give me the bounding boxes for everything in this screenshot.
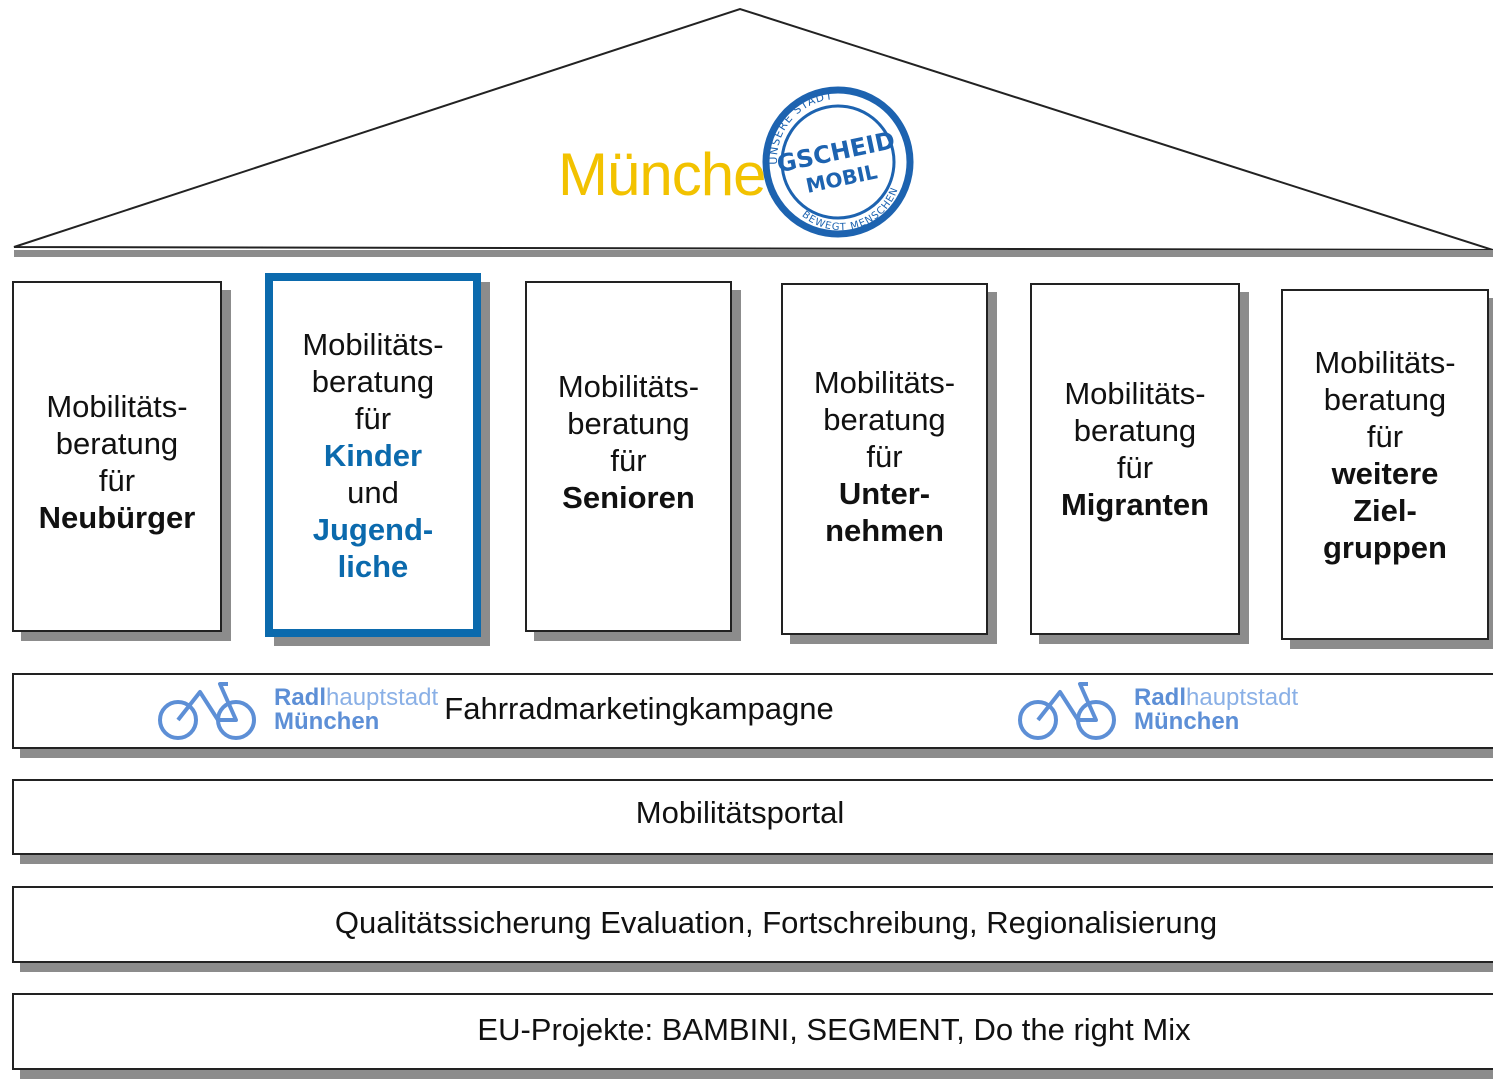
- pillar-line2: beratung: [1323, 381, 1447, 417]
- roof-triangle: [13, 7, 1493, 257]
- radl-bold: Radl: [274, 684, 327, 711]
- pillar-unternehmen: Mobilitäts- beratung für Unter- nehmen: [781, 283, 988, 635]
- pillar-target: Kinder: [323, 437, 423, 473]
- pillar-weitere-zielgruppen: Mobilitäts- beratung für weitere Ziel- g…: [1281, 289, 1489, 640]
- bicycle-icon: [1018, 682, 1116, 740]
- pillar-line3: für: [1366, 418, 1404, 454]
- pillar-line1: Mobilitäts-: [1064, 376, 1206, 411]
- radl-line2: München: [274, 708, 380, 735]
- pillar-target: gruppen: [1322, 529, 1447, 565]
- radl-light: hauptstadt: [1186, 684, 1299, 711]
- pillar-line1: Mobilitäts-: [557, 368, 700, 404]
- pillar-line3: für: [98, 462, 136, 498]
- pillar-target: nehmen: [825, 513, 944, 548]
- pillar-line3: für: [354, 400, 392, 436]
- pillar-line1: Mobilitäts-: [46, 388, 188, 424]
- pillar-target: Migranten: [1060, 487, 1210, 522]
- bar-fahrradmarketingkampagne: Fahrradmarketingkampagne: [12, 673, 1493, 749]
- pillar-line1: Mobilitäts-: [813, 365, 956, 400]
- radlhauptstadt-logo-left: Radlhauptstadt München: [156, 678, 438, 742]
- pillar-migranten: Mobilitäts- beratung für Migranten: [1030, 283, 1240, 635]
- gscheid-mobil-stamp-icon: UNSERE STADT BEWEGT MENSCHEN GSCHEID MOB…: [754, 86, 914, 242]
- pillar-line3: für: [610, 442, 647, 478]
- bicycle-icon: [158, 682, 256, 740]
- pillar-target: liche: [337, 548, 409, 584]
- radl-light: hauptstadt: [326, 684, 439, 711]
- pillar-kinder-jugendliche: Mobilitäts- beratung für Kinder und Juge…: [265, 273, 481, 637]
- pillar-target: Neubürger: [38, 499, 196, 535]
- radl-bold: Radl: [1134, 684, 1187, 711]
- bar-label: Qualitätssicherung Evaluation, Fortschre…: [334, 904, 1218, 940]
- pillar-neubuerger: Mobilitäts- beratung für Neubürger: [12, 281, 222, 632]
- pillar-line1: Mobilitäts-: [302, 326, 444, 362]
- radlhauptstadt-logo-right: Radlhauptstadt München: [1016, 678, 1298, 742]
- pillar-line2: beratung: [567, 405, 690, 441]
- pillar-senioren: Mobilitäts- beratung für Senioren: [525, 281, 732, 632]
- pillar-line2: beratung: [823, 402, 946, 437]
- bar-label: Fahrradmarketingkampagne: [444, 691, 834, 726]
- pillar-target: Unter-: [838, 476, 931, 511]
- pillar-line3: für: [1116, 450, 1154, 485]
- muenchen-logo-text: München: [558, 141, 799, 208]
- pillar-target: Senioren: [562, 479, 695, 515]
- bar-mobilitaetsportal: Mobilitätsportal: [12, 779, 1493, 855]
- pillar-target: Ziel-: [1353, 492, 1417, 528]
- bar-eu-projekte: EU-Projekte: BAMBINI, SEGMENT, Do the ri…: [12, 993, 1493, 1070]
- pillar-line2: beratung: [55, 425, 179, 461]
- pillar-line2: beratung: [1073, 413, 1197, 448]
- pillar-target: weitere: [1331, 455, 1439, 491]
- bar-label: Mobilitätsportal: [635, 795, 845, 830]
- radl-line2: München: [1134, 708, 1240, 735]
- pillar-target: Jugend-: [312, 511, 434, 547]
- bar-label: EU-Projekte: BAMBINI, SEGMENT, Do the ri…: [477, 1011, 1191, 1047]
- pillar-line2: beratung: [311, 363, 435, 399]
- pillar-target-connector: und: [347, 474, 399, 510]
- pillar-line3: für: [866, 439, 903, 474]
- bar-qualitaetssicherung: Qualitätssicherung Evaluation, Fortschre…: [12, 886, 1493, 963]
- pillar-line1: Mobilitäts-: [1314, 344, 1456, 380]
